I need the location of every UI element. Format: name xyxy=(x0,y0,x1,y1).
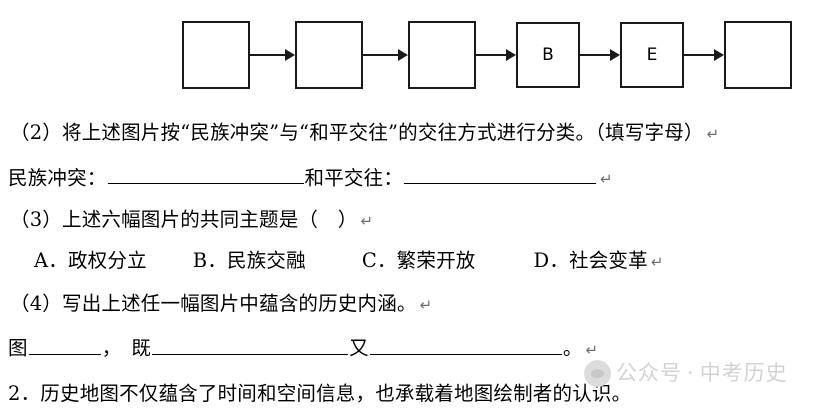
arrow-head xyxy=(285,49,295,61)
flow-box-3 xyxy=(408,21,476,89)
flow-box-2 xyxy=(295,21,363,89)
paragraph-mark-icon: ↵ xyxy=(360,211,374,230)
option-b-key: B． xyxy=(192,249,228,273)
peace-label: 和平交往： xyxy=(304,166,404,190)
arrow-shaft xyxy=(250,54,287,56)
question-2-prompt: （2）将上述图片按“民族冲突”与“和平交往”的交往方式进行分类。（填写字母）↵ xyxy=(0,123,825,143)
word-you: 又 xyxy=(349,336,369,360)
question-4-answer-line: 图 ， 既 又 。↵ xyxy=(0,335,825,358)
flow-box-6 xyxy=(724,21,792,89)
option-a-key: A． xyxy=(34,249,68,273)
flowchart-diagram: B E xyxy=(0,0,825,112)
flow-arrow-5-icon xyxy=(684,49,724,61)
conflict-blank[interactable] xyxy=(107,165,304,185)
option-c-label[interactable]: 繁荣开放 xyxy=(396,249,476,273)
item-2-text: 2．历史地图不仅蕴含了时间和空间信息，也承载着地图绘制者的认识。 xyxy=(8,382,632,406)
period-mark: 。 xyxy=(562,336,583,360)
figure-lead-label: 图 xyxy=(8,336,28,360)
paragraph-mark-icon: ↵ xyxy=(600,170,613,189)
paragraph-mark-icon: ↵ xyxy=(650,253,664,272)
word-ji: 既 xyxy=(131,336,152,360)
question-3-options: A．政权分立 B．民族交融 C．繁荣开放 D．社会变革↵ xyxy=(0,251,825,271)
flow-box-5: E xyxy=(620,22,684,88)
question-4-prompt: （4）写出上述任一幅图片中蕴含的历史内涵。↵ xyxy=(0,291,825,315)
comma-separator: ， xyxy=(101,336,122,360)
arrow-shaft xyxy=(580,54,612,56)
arrow-head xyxy=(714,49,724,61)
arrow-head xyxy=(398,49,408,61)
flow-arrow-4-icon xyxy=(580,49,620,61)
option-d-key: D． xyxy=(533,249,570,273)
flow-arrow-3-icon xyxy=(476,49,516,61)
flowchart-row: B E xyxy=(182,21,792,89)
paragraph-mark-icon: ↵ xyxy=(419,295,433,314)
item-2-paragraph: 2．历史地图不仅蕴含了时间和空间信息，也承载着地图绘制者的认识。 xyxy=(0,384,825,404)
option-a-label[interactable]: 政权分立 xyxy=(67,249,147,273)
question-2-answer-line: 民族冲突： 和平交往： ↵ xyxy=(0,165,825,188)
arrow-shaft xyxy=(476,54,508,56)
flow-box-4-label: B xyxy=(542,44,554,65)
peace-blank[interactable] xyxy=(404,165,597,185)
ji-blank[interactable] xyxy=(152,335,349,355)
flow-box-4: B xyxy=(516,22,580,88)
conflict-label: 民族冲突： xyxy=(8,166,107,190)
flow-arrow-1-icon xyxy=(250,49,295,61)
arrow-head xyxy=(610,49,620,61)
you-blank[interactable] xyxy=(369,335,562,355)
option-c-key: C． xyxy=(361,249,397,273)
paragraph-mark-icon: ↵ xyxy=(706,125,720,143)
question-2-text: （2）将上述图片按“民族冲突”与“和平交往”的交往方式进行分类。（填写字母） xyxy=(10,121,704,144)
arrow-shaft xyxy=(684,54,716,56)
flow-box-5-label: E xyxy=(646,44,658,65)
question-3-prompt: （3）上述六幅图片的共同主题是（ ）↵ xyxy=(0,207,825,231)
arrow-head xyxy=(506,49,516,61)
flow-box-1 xyxy=(182,21,250,89)
option-b-label[interactable]: 民族交融 xyxy=(227,249,306,273)
question-4-text: （4）写出上述任一幅图片中蕴含的历史内涵。 xyxy=(10,291,417,315)
figure-blank[interactable] xyxy=(28,335,101,355)
option-d-label[interactable]: 社会变革 xyxy=(569,249,648,273)
document-text-body: （2）将上述图片按“民族冲突”与“和平交往”的交往方式进行分类。（填写字母）↵ … xyxy=(0,112,825,404)
flow-arrow-2-icon xyxy=(363,49,408,61)
paragraph-mark-icon: ↵ xyxy=(585,340,599,359)
question-3-text: （3）上述六幅图片的共同主题是（ ） xyxy=(10,207,358,231)
arrow-shaft xyxy=(363,54,400,56)
